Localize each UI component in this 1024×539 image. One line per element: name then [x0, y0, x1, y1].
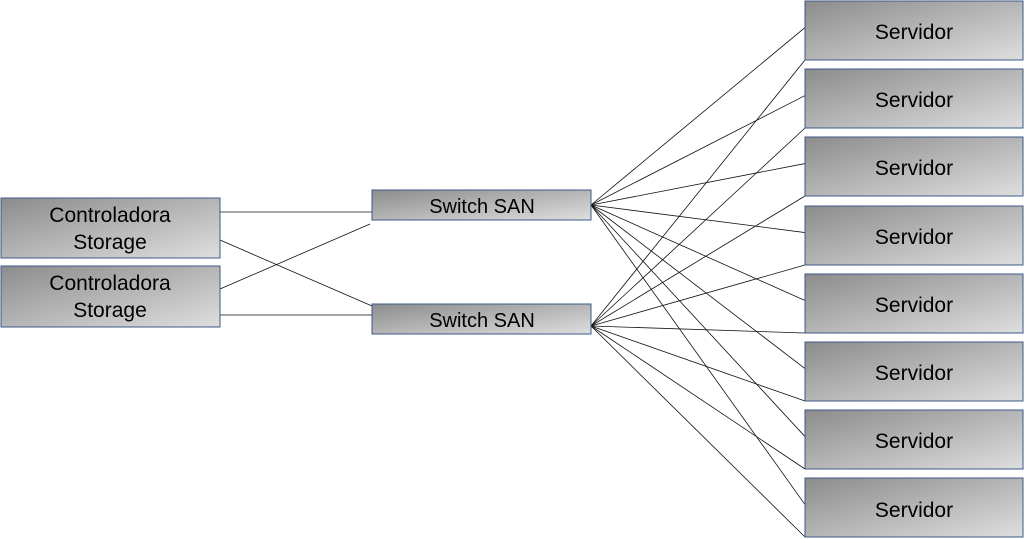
- server-box: [804, 273, 1024, 334]
- server-label: Servidor: [875, 21, 953, 44]
- server-8: Servidor: [804, 477, 1024, 538]
- san-switch-box: [371, 303, 592, 335]
- server-box: [804, 68, 1024, 129]
- link-switch1-server1: [590, 27, 806, 206]
- server-label: Servidor: [875, 430, 953, 453]
- server-7: Servidor: [804, 409, 1024, 470]
- storage-controller-box: [0, 265, 221, 328]
- link-switch1-server6: [590, 204, 806, 369]
- server-label: Servidor: [875, 89, 953, 112]
- link-switch2-server8: [590, 325, 806, 538]
- link-switch2-server4: [590, 264, 806, 327]
- link-switch2-server5: [590, 325, 806, 334]
- link-switch2-server7: [590, 325, 806, 470]
- server-box: [804, 0, 1024, 61]
- san-switch-box: [371, 189, 592, 221]
- server-label: Servidor: [875, 294, 953, 317]
- link-switch1-server8: [590, 204, 806, 505]
- link-switch1-server3: [590, 163, 806, 206]
- link-switch1-server7: [590, 204, 806, 437]
- server-box: [804, 136, 1024, 197]
- server-3: Servidor: [804, 136, 1024, 197]
- server-1: Servidor: [804, 0, 1024, 61]
- storage-controller-2: Controladora Storage: [0, 265, 221, 328]
- link-switch2-server3: [590, 195, 806, 327]
- link-switch2-server1: [590, 59, 806, 327]
- san-switch-2: Switch SAN: [371, 303, 592, 335]
- server-label: Servidor: [875, 226, 953, 249]
- controller-label-line1: Controladora: [49, 272, 171, 295]
- link-switch2-server2: [590, 127, 806, 327]
- san-switch-1: Switch SAN: [371, 189, 592, 221]
- link-controller2-switch1: [219, 223, 371, 290]
- san-switch-label: Switch SAN: [429, 310, 535, 332]
- server-label: Servidor: [875, 362, 953, 385]
- server-box: [804, 205, 1024, 266]
- server-box: [804, 409, 1024, 470]
- server-5: Servidor: [804, 273, 1024, 334]
- storage-controller-box: [0, 197, 221, 259]
- controller-label-line2: Storage: [73, 299, 147, 322]
- server-box: [804, 341, 1024, 402]
- link-switch1-server2: [590, 95, 806, 206]
- link-controller1-switch2: [219, 239, 373, 307]
- server-label: Servidor: [875, 157, 953, 180]
- controller-label-line2: Storage: [73, 231, 147, 254]
- storage-controller-1: Controladora Storage: [0, 197, 221, 259]
- server-box: [804, 477, 1024, 538]
- san-switch-label: Switch SAN: [429, 196, 535, 218]
- server-column: Servidor Servidor Servidor Servidor Serv…: [804, 0, 1024, 538]
- link-switch2-server6: [590, 325, 806, 402]
- server-6: Servidor: [804, 341, 1024, 402]
- link-switch1-server4: [590, 204, 806, 233]
- server-2: Servidor: [804, 68, 1024, 129]
- server-4: Servidor: [804, 205, 1024, 266]
- controller-label-line1: Controladora: [49, 204, 171, 227]
- server-label: Servidor: [875, 499, 953, 522]
- link-switch1-server5: [590, 204, 806, 301]
- connection-lines: [219, 27, 806, 538]
